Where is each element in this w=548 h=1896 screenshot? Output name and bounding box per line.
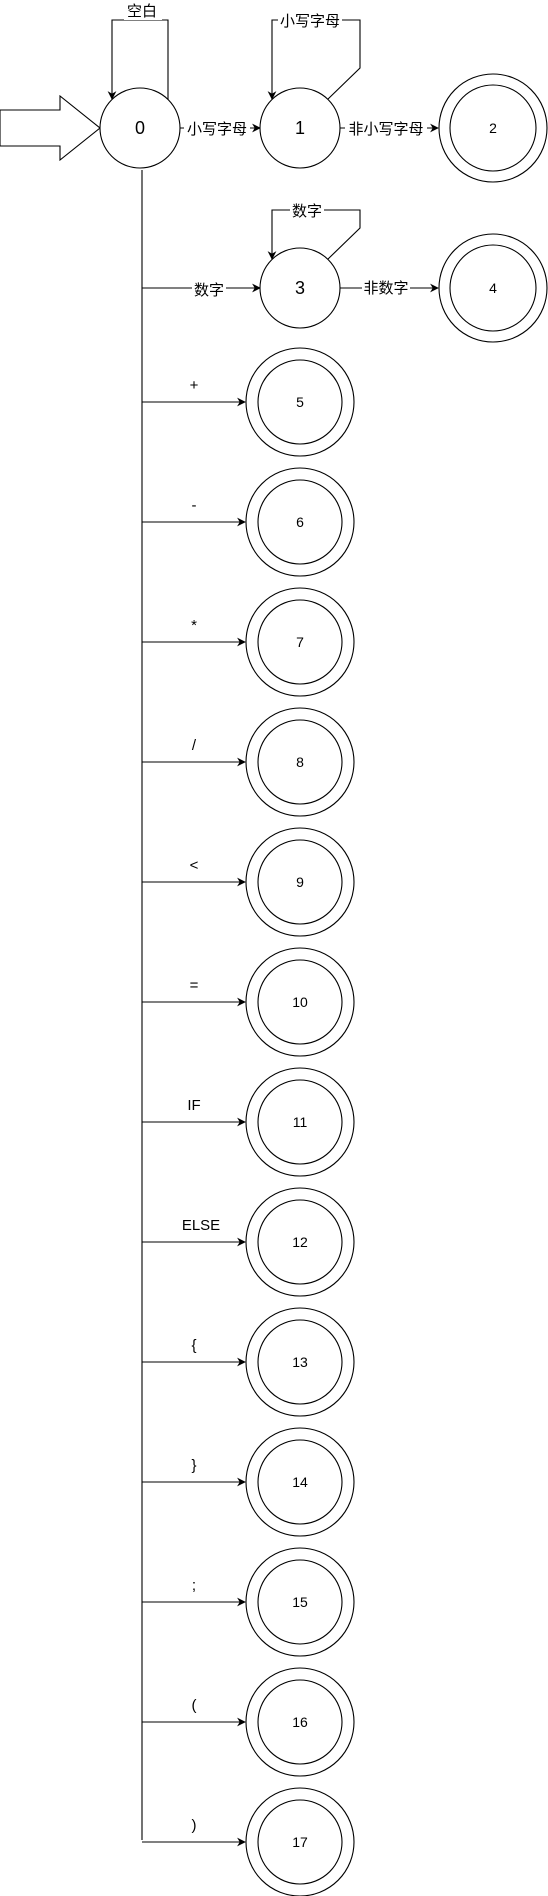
- edge-0-5-label: +: [190, 377, 199, 394]
- state-9: 9: [245, 827, 355, 937]
- edge-0-1-label: 小写字母: [187, 121, 247, 138]
- state-2-label: 2: [489, 120, 497, 136]
- state-11-label: 11: [293, 1114, 308, 1130]
- state-0-label: 0: [135, 118, 145, 138]
- state-15: 15: [245, 1547, 355, 1657]
- state-9-label: 9: [296, 874, 304, 890]
- edge-0-14-label: }: [191, 1457, 196, 1474]
- state-4: 4: [438, 233, 548, 343]
- state-11: 11: [245, 1067, 355, 1177]
- edge-0-6-label: -: [192, 497, 197, 514]
- state-12-label: 12: [292, 1234, 308, 1250]
- state-3: 3: [259, 247, 341, 329]
- state-12: 12: [245, 1187, 355, 1297]
- state-1: 1: [259, 87, 341, 169]
- edge-0-3-label: 数字: [194, 282, 224, 299]
- loop-3-edge: [267, 209, 361, 261]
- state-8-label: 8: [296, 754, 304, 770]
- loop-0-label: 空白: [127, 3, 157, 20]
- edge-0-17-label: ): [192, 1817, 197, 1834]
- edge-0-7-label: *: [191, 617, 197, 634]
- state-17-label: 17: [292, 1834, 308, 1850]
- state-0: 0: [99, 87, 181, 169]
- state-14-label: 14: [292, 1474, 308, 1490]
- state-5-label: 5: [296, 394, 304, 410]
- state-16-label: 16: [292, 1714, 308, 1730]
- state-8: 8: [245, 707, 355, 817]
- state-7: 7: [245, 587, 355, 697]
- state-13: 13: [245, 1307, 355, 1417]
- state-6-label: 6: [296, 514, 304, 530]
- start-arrow: [0, 94, 101, 162]
- state-15-label: 15: [292, 1594, 308, 1610]
- edge-0-9-label: <: [190, 857, 199, 874]
- state-10: 10: [245, 947, 355, 1057]
- edge-0-12-label: ELSE: [182, 1217, 220, 1234]
- edge-1-2-label: 非小写字母: [348, 121, 423, 138]
- edge-0-16-label: (: [192, 1697, 197, 1714]
- state-1-label: 1: [295, 118, 305, 138]
- state-6: 6: [245, 467, 355, 577]
- loop-3-label: 数字: [292, 203, 322, 220]
- state-3-label: 3: [295, 278, 305, 298]
- state-17: 17: [245, 1787, 355, 1896]
- edge-0-10-label: =: [190, 977, 199, 994]
- loop-1-edge: [267, 19, 361, 101]
- state-13-label: 13: [292, 1354, 308, 1370]
- state-2: 2: [438, 73, 548, 183]
- state-10-label: 10: [292, 994, 308, 1010]
- edge-0-15-label: ;: [192, 1577, 196, 1594]
- state-5: 5: [245, 347, 355, 457]
- state-16: 16: [245, 1667, 355, 1777]
- edge-0-13-label: {: [191, 1337, 196, 1354]
- edge-0-8-label: /: [192, 737, 197, 754]
- loop-1-label: 小写字母: [280, 13, 340, 30]
- state-14: 14: [245, 1427, 355, 1537]
- state-7-label: 7: [296, 634, 304, 650]
- edge-0-11-label: IF: [187, 1097, 200, 1114]
- edge-3-4-label: 非数字: [363, 280, 408, 297]
- state-4-label: 4: [489, 280, 497, 296]
